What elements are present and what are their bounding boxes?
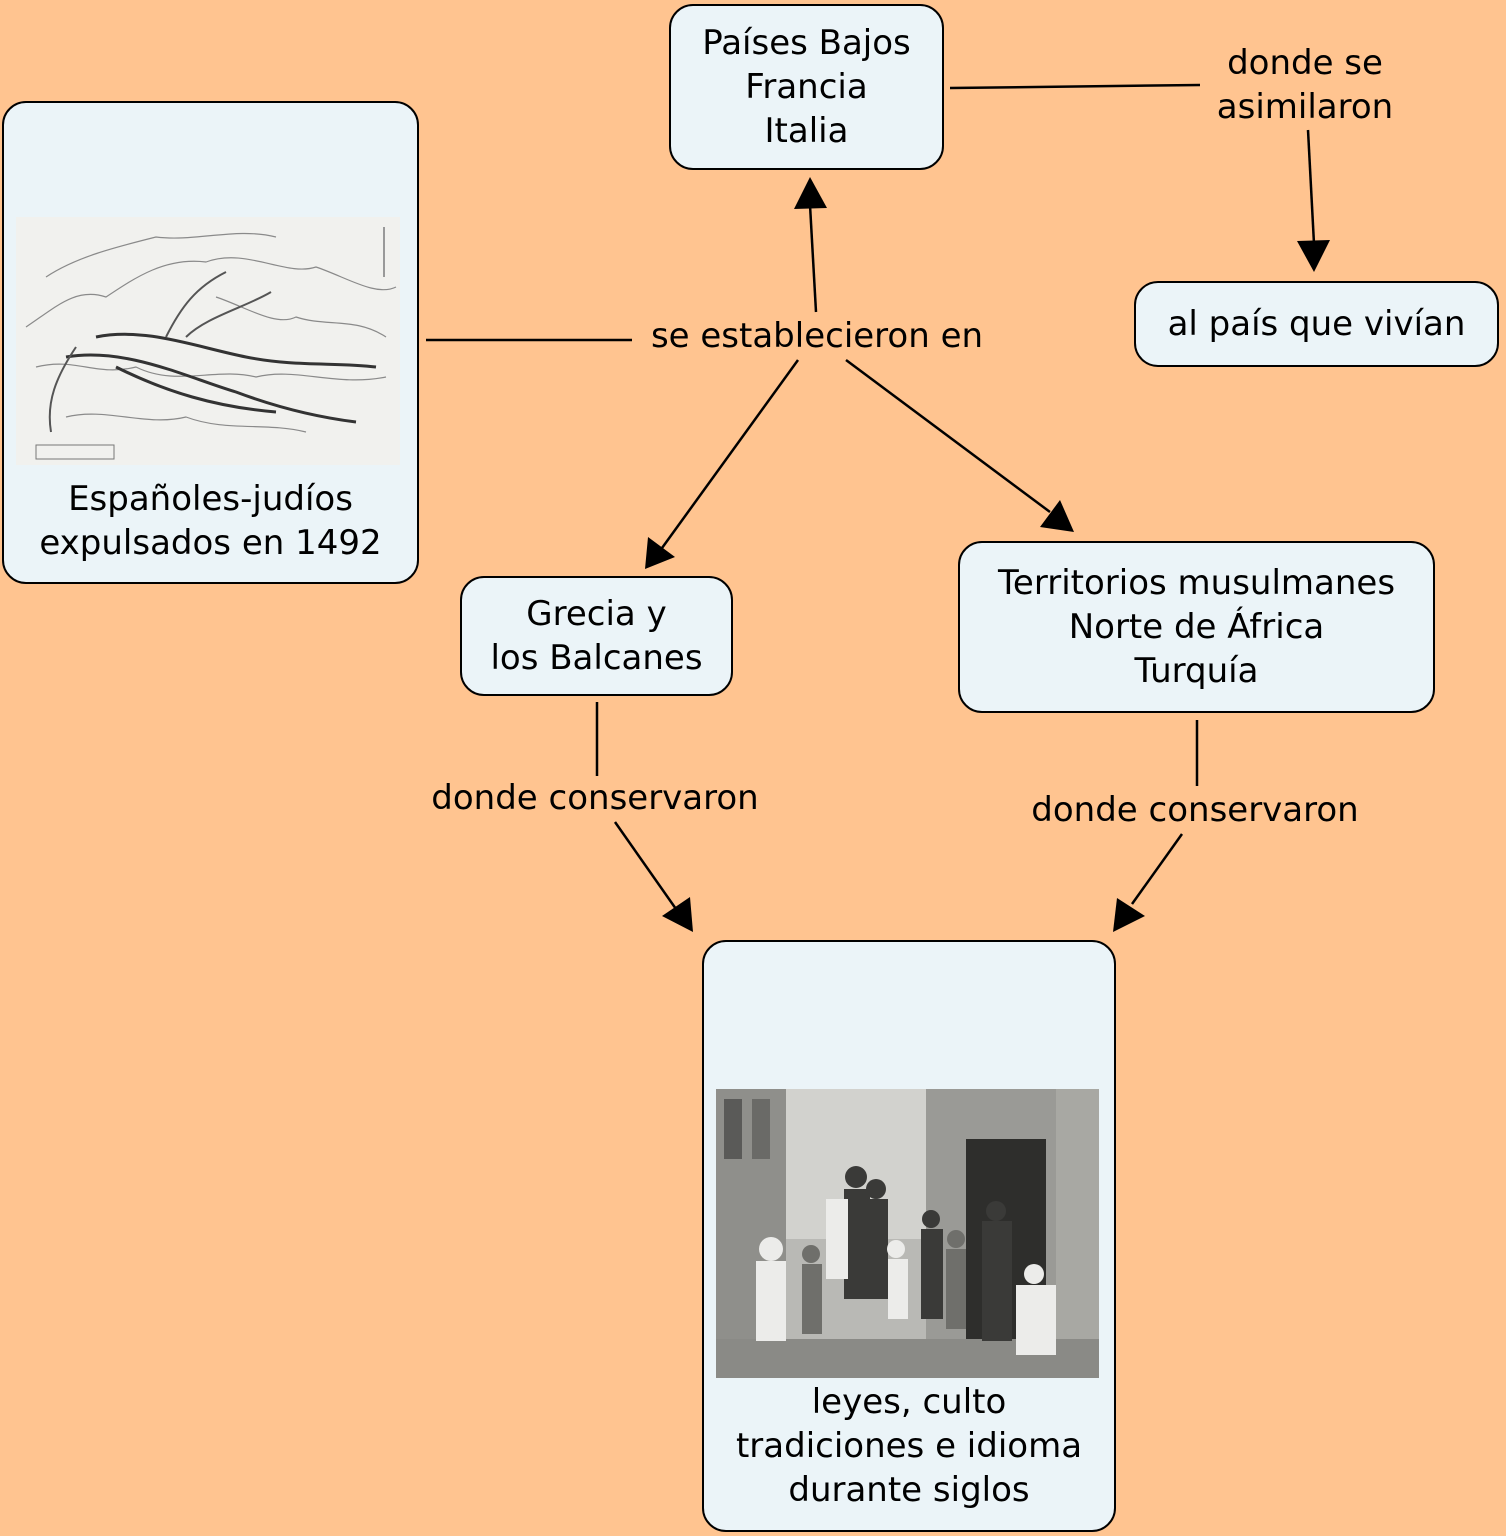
node-text-line: Turquía: [1134, 651, 1259, 691]
connector-label-to-paises: [808, 204, 818, 313]
node-text-line: expulsados en 1492: [39, 523, 382, 563]
connector-label-to-leyes-left: [613, 821, 678, 910]
node-text-line: Países Bajos: [702, 23, 911, 63]
node-spanish-jews[interactable]: Españoles-judíos expulsados en 1492: [2, 101, 419, 584]
link-label-donde-conservaron-right: donde conservaron: [1031, 790, 1359, 830]
node-grecia-text: Grecia y los Balcanes: [490, 592, 702, 680]
link-label-line: asimilaron: [1216, 87, 1394, 127]
node-text-line: Grecia y: [526, 594, 667, 634]
node-text-line: los Balcanes: [490, 638, 703, 678]
node-text-line: Españoles-judíos: [68, 479, 353, 519]
connector-asimilaron-to-pais: [1306, 129, 1316, 245]
link-label-line: donde se: [1227, 43, 1383, 83]
connector-label-to-leyes-right: [1130, 833, 1184, 905]
node-pais-vivian[interactable]: al país que vivían: [1134, 281, 1499, 367]
node-text-line: Italia: [764, 111, 849, 151]
node-leyes-culto[interactable]: leyes, culto tradiciones e idioma durant…: [702, 940, 1116, 1532]
node-text-line: Norte de África: [1068, 607, 1325, 647]
connector-label-to-territorios: [845, 358, 1051, 514]
link-label-donde-conservaron-left: donde conservaron: [431, 778, 759, 818]
link-label-donde-se-asimilaron: donde se asimilaron: [1180, 41, 1430, 129]
node-text-line: Francia: [745, 67, 868, 107]
node-territorios-musulmanes[interactable]: Territorios musulmanes Norte de África T…: [958, 541, 1435, 713]
node-leyes-text: leyes, culto tradiciones e idioma durant…: [704, 1380, 1114, 1512]
arrowhead-to-pais-vivian: [1297, 240, 1330, 272]
node-grecia-balcanes[interactable]: Grecia y los Balcanes: [460, 576, 733, 696]
arrowhead-to-grecia: [645, 537, 675, 569]
node-text-line: durante siglos: [788, 1470, 1030, 1510]
family-photograph-image: [716, 1089, 1099, 1378]
arrowhead-to-leyes-left: [662, 897, 693, 932]
connector-label-to-grecia: [660, 359, 800, 549]
node-paises-bajos-text: Países Bajos Francia Italia: [702, 21, 911, 153]
arrowhead-to-paises: [794, 177, 827, 209]
node-text-line: Territorios musulmanes: [997, 563, 1396, 603]
node-spanish-jews-text: Españoles-judíos expulsados en 1492: [4, 477, 417, 565]
node-text-line: al país que vivían: [1167, 304, 1466, 344]
connector-paises-to-asimilaron: [949, 83, 1201, 90]
link-label-se-establecieron: se establecieron en: [650, 316, 984, 356]
node-pais-vivian-text: al país que vivían: [1168, 302, 1466, 346]
node-territorios-text: Territorios musulmanes Norte de África T…: [998, 561, 1395, 693]
node-text-line: tradiciones e idioma: [735, 1426, 1083, 1466]
expulsion-routes-map-image: [16, 217, 400, 465]
node-text-line: leyes, culto: [811, 1382, 1007, 1422]
node-paises-bajos[interactable]: Países Bajos Francia Italia: [669, 4, 944, 170]
arrowhead-to-leyes-right: [1113, 898, 1145, 932]
arrowhead-to-territorios: [1040, 500, 1074, 532]
